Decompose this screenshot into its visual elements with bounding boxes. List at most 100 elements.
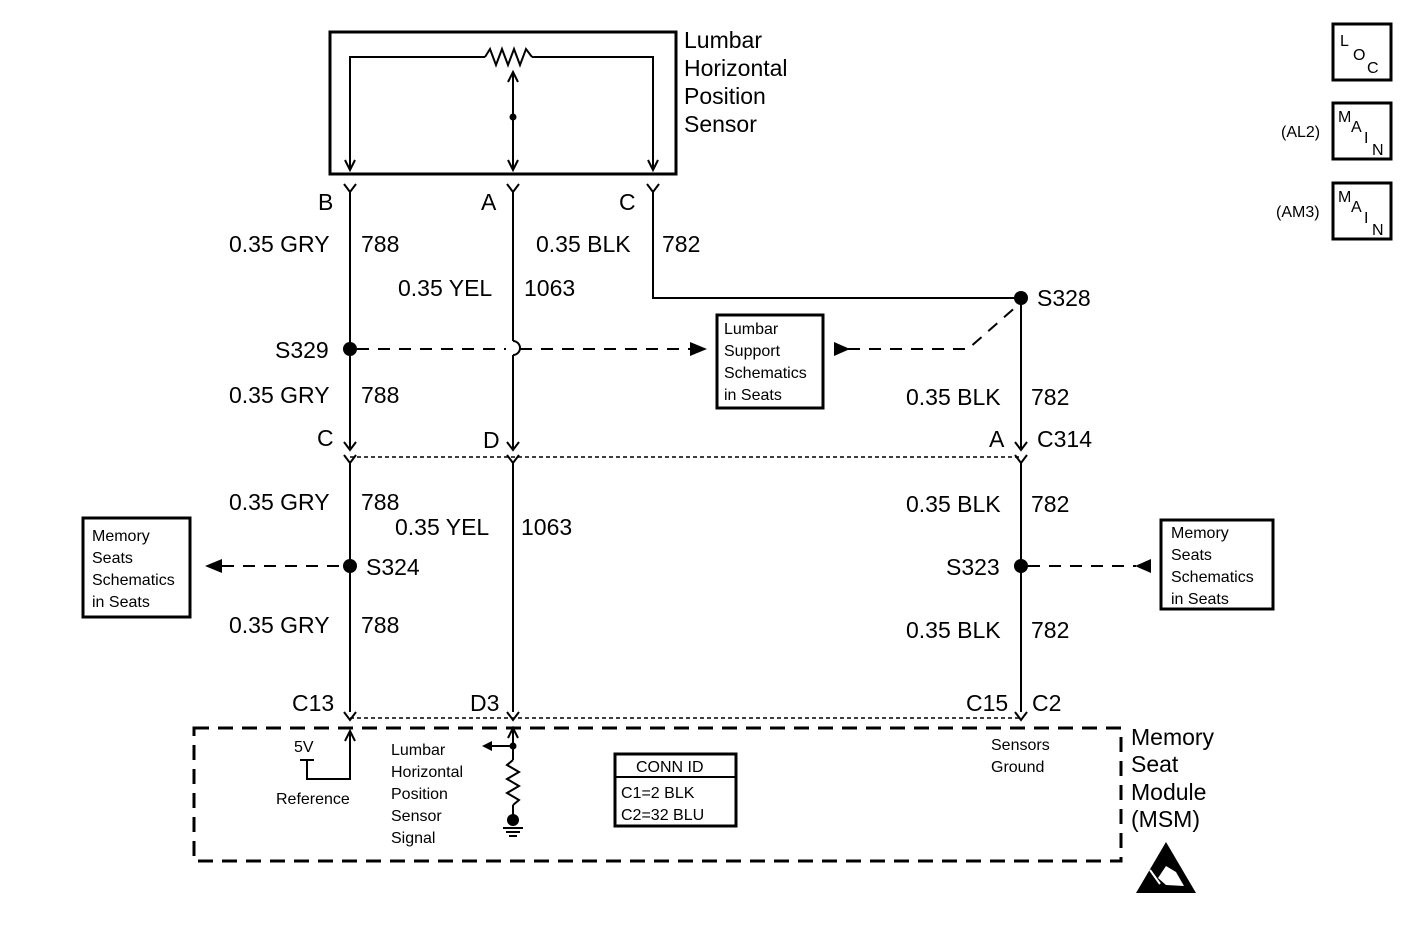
sensor-title-2: Horizontal	[684, 55, 788, 81]
svg-text:Schematics: Schematics	[1171, 569, 1254, 586]
connector-c314-pin-icons	[343, 441, 1028, 465]
main-symbol-al2: M A I N	[1331, 101, 1393, 161]
circuit-number: 782	[1031, 617, 1069, 643]
module-name-4: (MSM)	[1131, 806, 1200, 832]
am3-label: (AM3)	[1276, 204, 1320, 221]
al2-label: (AL2)	[1281, 124, 1320, 141]
splice-s329-dot	[343, 342, 357, 356]
wire-label: 0.35 BLK	[536, 231, 631, 257]
circuit-number: 788	[361, 489, 399, 515]
module-pin-icons	[343, 711, 1028, 722]
5v-label: 5V	[294, 739, 314, 756]
pin-d3-label: D3	[470, 690, 499, 716]
svg-text:A: A	[1351, 119, 1362, 136]
signal-label-3: Position	[391, 786, 448, 803]
sensor-title-4: Sensor	[684, 111, 757, 137]
5v-reference-circuit	[300, 728, 356, 780]
svg-text:Memory: Memory	[92, 528, 150, 545]
svg-text:N: N	[1372, 222, 1384, 239]
svg-text:Schematics: Schematics	[724, 365, 807, 382]
arrow-left-icon	[205, 559, 222, 573]
pin-b-connector-icon	[343, 183, 357, 194]
arrow-left-icon	[1135, 559, 1151, 573]
esd-warning-icon	[1136, 842, 1196, 893]
circuit-number: 788	[361, 612, 399, 638]
pin-c2-label: C2	[1032, 690, 1061, 716]
pin-b-label: B	[318, 189, 333, 215]
svg-text:I: I	[1364, 210, 1368, 227]
potentiometer-resistor-icon	[484, 46, 533, 68]
lumbar-horizontal-position-sensor	[328, 30, 678, 176]
loc-symbol: L O C	[1331, 22, 1393, 82]
wire-label: 0.35 GRY	[229, 612, 330, 638]
c314-pin-c: C	[317, 425, 334, 451]
circuit-number: 782	[662, 231, 700, 257]
arrow-right-icon	[690, 342, 707, 356]
circuit-number: 788	[361, 382, 399, 408]
main-symbol-am3: M A I N	[1331, 181, 1393, 241]
conn-id-row-2: C2=32 BLU	[621, 807, 704, 824]
svg-text:Support: Support	[724, 343, 781, 360]
wire-label: 0.35 GRY	[229, 382, 330, 408]
dashed-link-lumbar-support	[357, 304, 1019, 350]
svg-text:O: O	[1353, 47, 1365, 64]
wire-label: 0.35 BLK	[906, 617, 1001, 643]
arrow-right-icon	[834, 342, 850, 356]
pin-c15-label: C15	[966, 690, 1008, 716]
sensor-title-3: Position	[684, 83, 766, 109]
svg-text:Memory: Memory	[1171, 525, 1229, 542]
sensor-title-1: Lumbar	[684, 27, 762, 53]
svg-text:Seats: Seats	[1171, 547, 1212, 564]
lumbar-support-schematics-box[interactable]: Lumbar Support Schematics in Seats	[715, 313, 825, 410]
svg-text:A: A	[1351, 199, 1362, 216]
svg-text:M: M	[1338, 189, 1351, 206]
module-name-2: Seat	[1131, 751, 1179, 777]
module-name-3: Module	[1131, 779, 1206, 805]
signal-label-1: Lumbar	[391, 742, 446, 759]
pin-a-connector-icon	[506, 183, 520, 194]
c314-pin-d: D	[483, 427, 500, 453]
signal-label-4: Sensor	[391, 808, 442, 825]
wire-yel-1063	[512, 192, 521, 712]
c314-pin-a: A	[989, 426, 1005, 452]
module-name-1: Memory	[1131, 724, 1215, 750]
sensors-ground-label-1: Sensors	[991, 737, 1050, 754]
circuit-number: 782	[1031, 384, 1069, 410]
conn-id-row-1: C1=2 BLK	[621, 785, 695, 802]
splice-s323-label: S323	[946, 554, 1000, 580]
c314-name: C314	[1037, 426, 1092, 452]
splice-s323-dot	[1014, 559, 1028, 573]
svg-text:L: L	[1340, 33, 1349, 50]
svg-text:in Seats: in Seats	[1171, 591, 1229, 608]
memory-seat-module-outline	[192, 726, 1123, 863]
signal-label-2: Horizontal	[391, 764, 463, 781]
svg-text:M: M	[1338, 109, 1351, 126]
svg-text:Seats: Seats	[92, 550, 133, 567]
circuit-number: 1063	[524, 275, 575, 301]
svg-text:in Seats: in Seats	[92, 594, 150, 611]
wire-label: 0.35 YEL	[398, 275, 492, 301]
pin-c-label: C	[619, 189, 636, 215]
pull-down-resistor-icon	[505, 759, 521, 806]
svg-text:C: C	[1367, 60, 1379, 77]
signal-label-5: Signal	[391, 830, 435, 847]
svg-text:N: N	[1372, 142, 1384, 159]
reference-label: Reference	[276, 791, 350, 808]
wire-label: 0.35 GRY	[229, 489, 330, 515]
conn-id-title: CONN ID	[636, 759, 704, 776]
pin-c13-label: C13	[292, 690, 334, 716]
circuit-number: 788	[361, 231, 399, 257]
wire-label: 0.35 YEL	[395, 514, 489, 540]
conn-id-table: CONN ID C1=2 BLK C2=32 BLU	[613, 752, 738, 828]
memory-seats-schematics-box-left[interactable]: Memory Seats Schematics in Seats	[81, 516, 192, 619]
arrow-left-icon	[482, 741, 492, 751]
splice-s324-label: S324	[366, 554, 420, 580]
memory-seats-schematics-box-right[interactable]: Memory Seats Schematics in Seats	[1159, 518, 1275, 611]
circuit-number: 1063	[521, 514, 572, 540]
svg-text:Schematics: Schematics	[92, 572, 175, 589]
sensors-ground-label-2: Ground	[991, 759, 1044, 776]
svg-text:Lumbar: Lumbar	[724, 321, 779, 338]
splice-s324-dot	[343, 559, 357, 573]
ground-icon	[503, 814, 523, 837]
